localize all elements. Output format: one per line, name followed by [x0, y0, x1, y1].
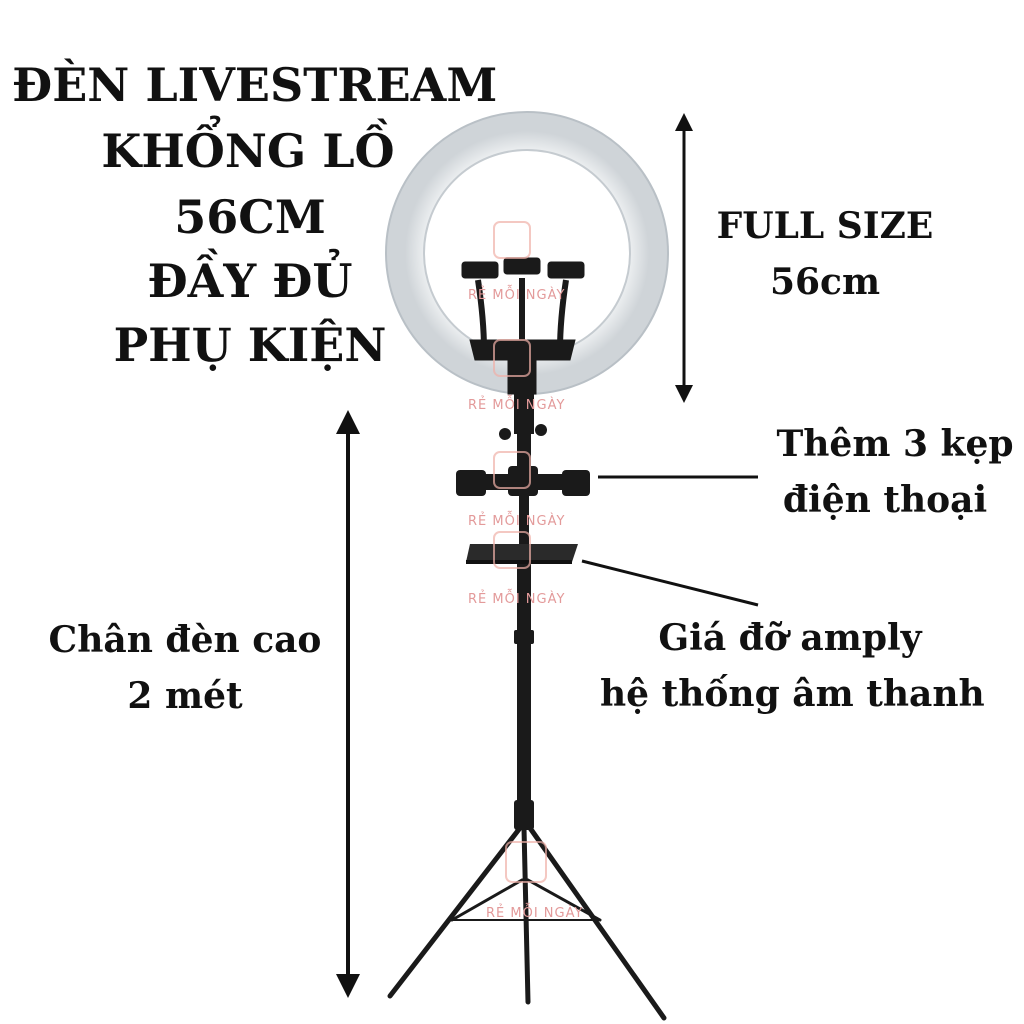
amp-label-line-2: hệ thống âm thanh	[600, 673, 985, 715]
title-line-5: PHỤ KIỆN	[113, 318, 387, 372]
watermark-text: RẺ MỖI NGÀY	[486, 906, 584, 921]
amp-tray	[466, 544, 578, 564]
clamp-bar	[456, 466, 590, 496]
clamps-label-line-2: điện thoại	[782, 479, 988, 521]
stand-label-line-2: 2 mét	[127, 675, 243, 717]
watermark-text: RẺ MỖI NGÀY	[468, 592, 566, 607]
watermark-logos	[493, 221, 547, 883]
title-line-2: KHỔNG LỒ	[101, 124, 395, 178]
stand-label-line-1: Chân đèn cao	[48, 619, 322, 661]
amp-label-line-1: Giá đỡ amply	[658, 617, 922, 659]
tilt-head	[499, 394, 547, 470]
clamps-label-line-1: Thêm 3 kẹp	[776, 423, 1014, 465]
watermark-text: RẺ MỖI NGÀY	[468, 398, 566, 413]
full-size-value: 56cm	[769, 261, 881, 303]
watermark-text: RẺ MỖI NGÀY	[468, 288, 566, 303]
title-line-3: 56CM	[174, 190, 326, 244]
title-line-4: ĐẦY ĐỦ	[147, 254, 353, 308]
full-size-label: FULL SIZE	[716, 205, 934, 247]
tripod-legs	[387, 825, 667, 1021]
watermark-text: RẺ MỖI NGÀY	[468, 514, 566, 529]
amp-pointer-line	[581, 559, 759, 607]
title-line-1: ĐÈN LIVESTREAM	[12, 58, 498, 112]
stand-pole	[514, 496, 534, 830]
